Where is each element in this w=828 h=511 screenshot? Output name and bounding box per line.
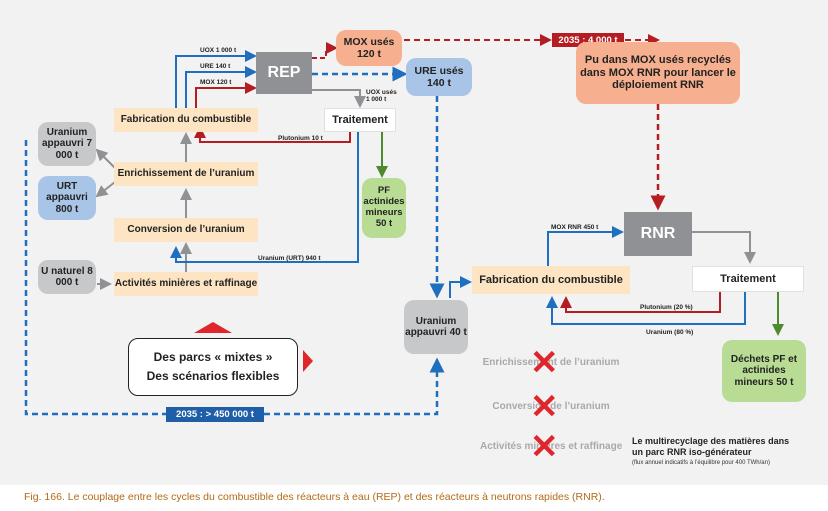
flow-uox-used-label: UOX usés 1 000 t [366, 89, 397, 103]
rep-traitement-label: Traitement [332, 113, 388, 126]
rnr-fabrication-box: Fabrication du combustible [472, 266, 630, 294]
stock-uranium-appauvri: Uranium appauvri 7 000 t [38, 122, 96, 166]
mixed-line-1: Des parcs « mixtes » [153, 349, 273, 364]
flow-mox-label: MOX 120 t [200, 79, 232, 86]
flow-urt-label: Uranium (URT) 940 t [258, 255, 321, 262]
rep-fabrication-label: Fabrication du combustible [120, 114, 252, 126]
pf-box: PF actinides mineurs 50 t [362, 178, 406, 238]
stock-u-naturel: U naturel 8 000 t [38, 260, 96, 294]
flow-rnr-plutonium-label: Plutonium (20 %) [640, 304, 693, 311]
stock-urt-appauvri-label: URT appauvri 800 t [46, 180, 88, 215]
crossed-enrichissement: Enrichissement de l’uranium [482, 357, 620, 368]
flow-plutonium-label: Plutonium 10 t [278, 135, 323, 142]
rnr-uranium-appauvri-box: Uranium appauvri 40 t [404, 300, 468, 354]
flow-mox-rnr-label: MOX RNR 450 t [551, 224, 599, 231]
flow-uox-label: UOX 1 000 t [200, 47, 237, 54]
rep-conversion-box: Conversion de l’uranium [114, 218, 258, 242]
ure-uses-box: URE usés 140 t [406, 58, 472, 96]
flow-rnr-uranium-label: Uranium (80 %) [646, 329, 694, 336]
figure-caption: Fig. 166. Le couplage entre les cycles d… [24, 491, 605, 503]
rep-fabrication-box: Fabrication du combustible [114, 108, 258, 132]
rnr-fabrication-label: Fabrication du combustible [479, 273, 623, 286]
cross-icon: ✕ [530, 428, 559, 466]
rep-activites-box: Activités minières et raffinage [114, 272, 258, 296]
dechets-box: Déchets PF et actinides mineurs 50 t [722, 340, 806, 402]
flow-ure-label: URE 140 t [200, 63, 231, 70]
rep-conversion-label: Conversion de l’uranium [127, 224, 245, 236]
cross-icon: ✕ [530, 388, 559, 426]
crossed-activites: Activités minières et raffinage [480, 441, 623, 452]
pu-note-box: Pu dans MOX usés recyclés dans MOX RNR p… [576, 42, 740, 104]
rep-activites-label: Activités minières et raffinage [114, 278, 258, 290]
crossed-conversion: Conversion de l’uranium [492, 401, 610, 412]
dechets-label: Déchets PF et actinides mineurs 50 t [730, 353, 798, 388]
rep-enrichissement-label: Enrichissement de l’uranium [117, 168, 255, 180]
multirecyclage-title: Le multirecyclage des matières dans un p… [632, 436, 790, 457]
stock-uranium-appauvri-label: Uranium appauvri 7 000 t [41, 126, 93, 161]
flow-arrows [24, 34, 784, 416]
blue-banner-2035: 2035 : > 450 000 t [166, 407, 264, 422]
stock-urt-appauvri: URT appauvri 800 t [38, 176, 96, 220]
rnr-traitement-box: Traitement [692, 266, 804, 292]
mox-uses-box: MOX usés 120 t [336, 30, 402, 66]
rnr-reactor-label: RNR [640, 224, 676, 242]
rep-enrichissement-box: Enrichissement de l’uranium [114, 162, 258, 186]
rep-reactor: REP [256, 52, 312, 94]
rnr-traitement-label: Traitement [720, 272, 776, 285]
mixed-parcs-box: Des parcs « mixtes » Des scénarios flexi… [128, 338, 298, 396]
rnr-reactor: RNR [624, 212, 692, 256]
cross-icon: ✕ [530, 344, 559, 382]
rep-reactor-label: REP [267, 63, 301, 81]
ure-uses-label: URE usés 140 t [414, 64, 464, 89]
multirecyclage-note: (flux annuel indicatifs à l’équilibre po… [632, 460, 770, 466]
rep-traitement-box: Traitement [324, 108, 396, 132]
triangle-right-icon [303, 350, 313, 372]
mox-uses-label: MOX usés 120 t [343, 35, 395, 60]
mixed-line-2: Des scénarios flexibles [146, 368, 280, 383]
pf-label: PF actinides mineurs 50 t [363, 185, 405, 229]
pu-note-label: Pu dans MOX usés recyclés dans MOX RNR p… [580, 54, 736, 92]
triangle-up-icon [194, 322, 232, 333]
stock-u-naturel-label: U naturel 8 000 t [41, 265, 93, 289]
rnr-uranium-appauvri-label: Uranium appauvri 40 t [405, 315, 467, 339]
